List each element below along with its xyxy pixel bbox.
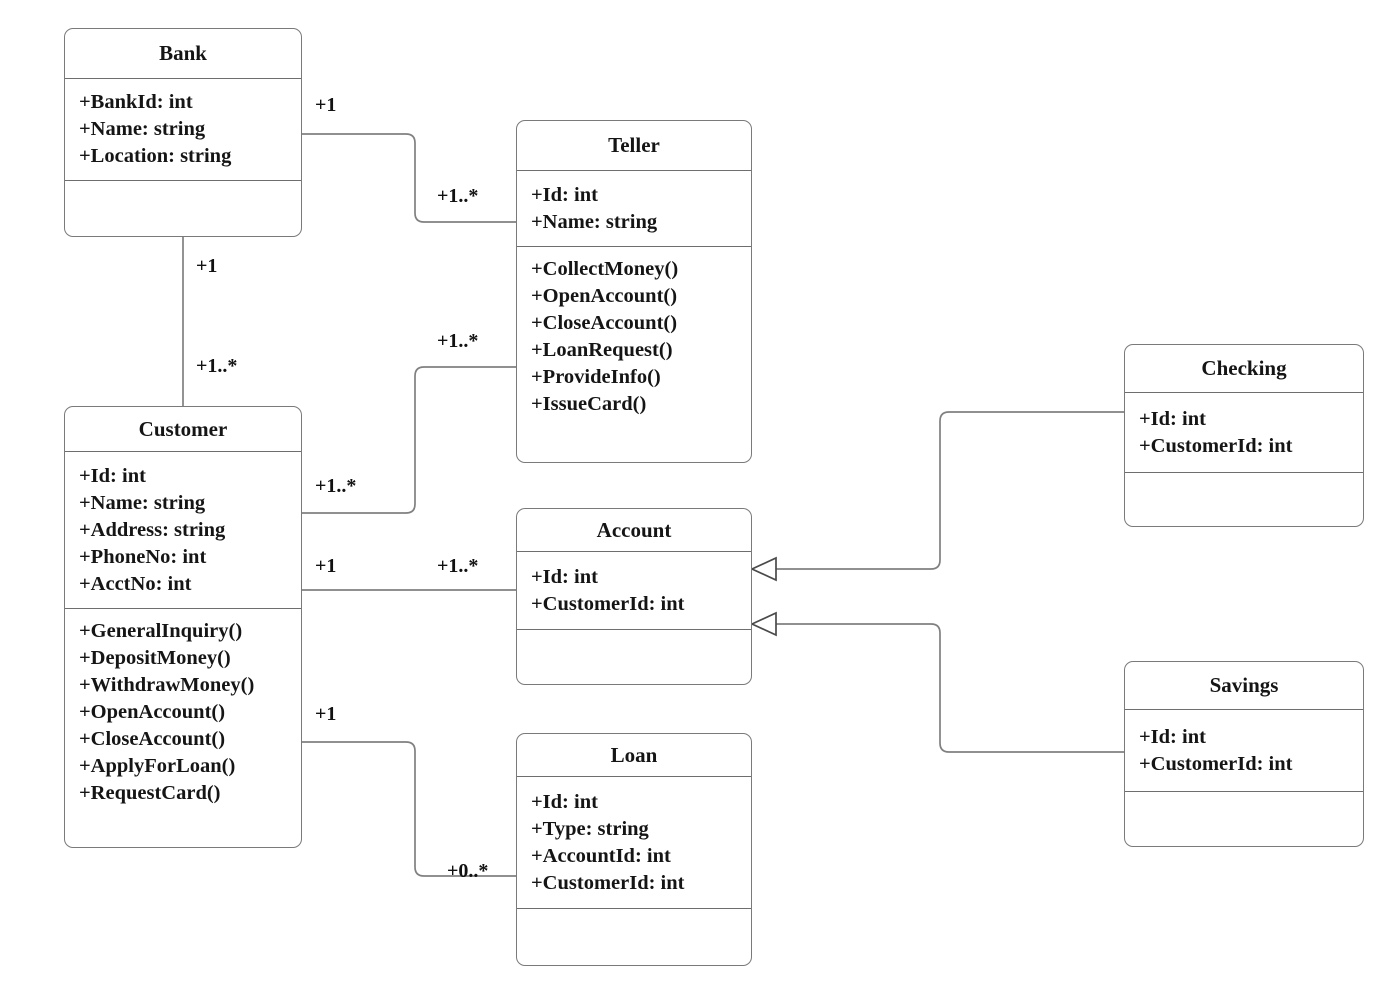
- class-operations-bank: [65, 181, 301, 236]
- attribute: +Type: string: [531, 817, 649, 840]
- class-box-loan[interactable]: Loan +Id: int +Type: string +AccountId: …: [516, 733, 752, 966]
- attribute: +Name: string: [79, 491, 206, 514]
- attribute: +Id: int: [1139, 725, 1206, 748]
- attribute: +Id: int: [1139, 407, 1206, 430]
- multiplicity-bank-customer-target: +1..*: [196, 355, 238, 377]
- class-operations-checking: [1125, 473, 1363, 526]
- class-operations-account: [517, 630, 751, 684]
- class-operations-loan: [517, 909, 751, 965]
- edge-customer-teller[interactable]: [302, 366, 516, 514]
- edge-bank-teller[interactable]: [302, 133, 516, 223]
- attribute: +Name: string: [531, 210, 658, 233]
- class-box-teller[interactable]: Teller +Id: int +Name: string +CollectMo…: [516, 120, 752, 463]
- class-name-account: Account: [517, 509, 751, 552]
- inheritance-arrowhead-checking: [749, 556, 777, 582]
- attribute: +CustomerId: int: [531, 592, 685, 615]
- class-attributes-savings: +Id: int +CustomerId: int: [1125, 710, 1363, 792]
- attribute: +CustomerId: int: [1139, 434, 1293, 457]
- attribute: +Id: int: [531, 565, 598, 588]
- operation: +OpenAccount(): [79, 701, 226, 723]
- multiplicity-bank-teller-source: +1: [315, 94, 337, 116]
- operation: +WithdrawMoney(): [79, 674, 255, 696]
- class-name-customer: Customer: [65, 407, 301, 452]
- operation: +RequestCard(): [79, 782, 221, 804]
- attribute: +Id: int: [531, 183, 598, 206]
- attribute: +CustomerId: int: [531, 871, 685, 894]
- class-attributes-customer: +Id: int +Name: string +Address: string …: [65, 452, 301, 609]
- class-box-customer[interactable]: Customer +Id: int +Name: string +Address…: [64, 406, 302, 848]
- multiplicity-customer-account-source: +1: [315, 555, 337, 577]
- multiplicity-customer-teller-source: +1..*: [315, 475, 357, 497]
- class-attributes-checking: +Id: int +CustomerId: int: [1125, 393, 1363, 473]
- class-operations-savings: [1125, 792, 1363, 846]
- class-name-bank: Bank: [65, 29, 301, 79]
- class-operations-teller: +CollectMoney() +OpenAccount() +CloseAcc…: [517, 247, 751, 462]
- multiplicity-bank-teller-target: +1..*: [437, 185, 479, 207]
- operation: +CloseAccount(): [79, 728, 226, 750]
- class-box-account[interactable]: Account +Id: int +CustomerId: int: [516, 508, 752, 685]
- multiplicity-bank-customer-source: +1: [196, 255, 218, 277]
- attribute: +BankId: int: [79, 91, 193, 113]
- attribute: +AccountId: int: [531, 844, 671, 867]
- attribute: +CustomerId: int: [1139, 752, 1293, 775]
- class-name-loan: Loan: [517, 734, 751, 777]
- class-box-bank[interactable]: Bank +BankId: int +Name: string +Locatio…: [64, 28, 302, 237]
- operation: +GeneralInquiry(): [79, 620, 243, 642]
- operation: +IssueCard(): [531, 393, 647, 415]
- operation: +CollectMoney(): [531, 258, 679, 280]
- edge-customer-loan[interactable]: [302, 741, 516, 877]
- operation: +CloseAccount(): [531, 312, 678, 334]
- class-name-savings: Savings: [1125, 662, 1363, 710]
- class-attributes-account: +Id: int +CustomerId: int: [517, 552, 751, 630]
- operation: +OpenAccount(): [531, 285, 678, 307]
- operation: +ApplyForLoan(): [79, 755, 236, 777]
- attribute: +PhoneNo: int: [79, 545, 207, 568]
- class-name-teller: Teller: [517, 121, 751, 171]
- attribute: +Id: int: [79, 464, 146, 487]
- attribute: +AcctNo: int: [79, 572, 192, 595]
- edge-savings-account[interactable]: [776, 623, 1124, 753]
- class-operations-customer: +GeneralInquiry() +DepositMoney() +Withd…: [65, 609, 301, 847]
- class-attributes-teller: +Id: int +Name: string: [517, 171, 751, 247]
- attribute: +Id: int: [531, 790, 598, 813]
- attribute: +Name: string: [79, 118, 206, 140]
- class-box-checking[interactable]: Checking +Id: int +CustomerId: int: [1124, 344, 1364, 527]
- inheritance-arrowhead-savings: [749, 611, 777, 637]
- operation: +DepositMoney(): [79, 647, 231, 669]
- class-box-savings[interactable]: Savings +Id: int +CustomerId: int: [1124, 661, 1364, 847]
- attribute: +Location: string: [79, 145, 232, 167]
- attribute: +Address: string: [79, 518, 226, 541]
- edge-checking-account[interactable]: [776, 411, 1124, 570]
- class-attributes-bank: +BankId: int +Name: string +Location: st…: [65, 79, 301, 181]
- multiplicity-customer-teller-target: +1..*: [437, 330, 479, 352]
- class-attributes-loan: +Id: int +Type: string +AccountId: int +…: [517, 777, 751, 909]
- multiplicity-customer-loan-source: +1: [315, 703, 337, 725]
- multiplicity-customer-loan-target: +0..*: [447, 860, 489, 882]
- operation: +LoanRequest(): [531, 339, 673, 361]
- class-name-checking: Checking: [1125, 345, 1363, 393]
- operation: +ProvideInfo(): [531, 366, 661, 388]
- multiplicity-customer-account-target: +1..*: [437, 555, 479, 577]
